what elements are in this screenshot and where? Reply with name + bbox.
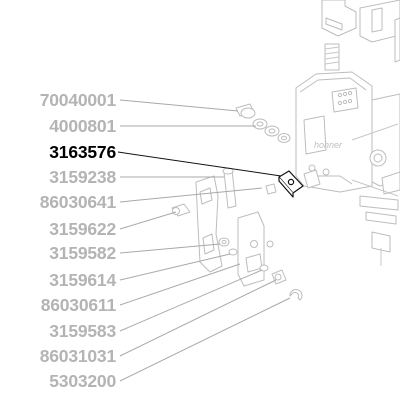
pin-3159238 (222, 167, 237, 209)
top-bracket-assembly (321, 0, 400, 63)
leader-5303200 (119, 297, 291, 382)
plate-3159614 (237, 211, 274, 287)
hohner-housing: hohner (295, 71, 373, 193)
part-label-3159582: 3159582 (49, 243, 116, 263)
leader-86030641 (119, 187, 263, 203)
clip-3163576 (278, 170, 304, 198)
part-label-70040001: 70040001 (39, 90, 116, 110)
part-label-86030641: 86030641 (39, 192, 116, 212)
part-label-3159238: 3159238 (49, 167, 116, 187)
housing-logo: hohner (314, 140, 343, 150)
bracket-3159622 (195, 175, 223, 273)
part-label-4000801: 4000801 (49, 116, 116, 136)
screw-86030641 (171, 203, 191, 217)
clip-screws (265, 169, 321, 195)
part-label-86031031: 86031031 (39, 346, 116, 366)
eclip-86031031 (289, 289, 303, 301)
leader-3159614 (119, 253, 231, 281)
leader-3159622 (119, 211, 177, 230)
part-label-3159614: 3159614 (49, 270, 116, 290)
right-side-assembly (351, 93, 400, 266)
leader-70040001 (119, 99, 239, 112)
part-label-5303200: 5303200 (49, 371, 116, 391)
part-label-3159622: 3159622 (49, 219, 116, 239)
leader-3159582 (119, 243, 221, 254)
screw-86030611 (271, 269, 287, 285)
leader-3159583 (119, 269, 263, 332)
part-label-3159583: 3159583 (49, 321, 116, 341)
washer-stack (235, 103, 291, 143)
part-label-3163576: 3163576 (49, 142, 116, 162)
leader-86031031 (119, 279, 277, 357)
part-label-86030611: 86030611 (40, 295, 116, 315)
lower-washers (218, 237, 269, 272)
leader-86030611 (119, 263, 241, 306)
spring (324, 43, 340, 71)
leader-3163576 (117, 151, 282, 177)
